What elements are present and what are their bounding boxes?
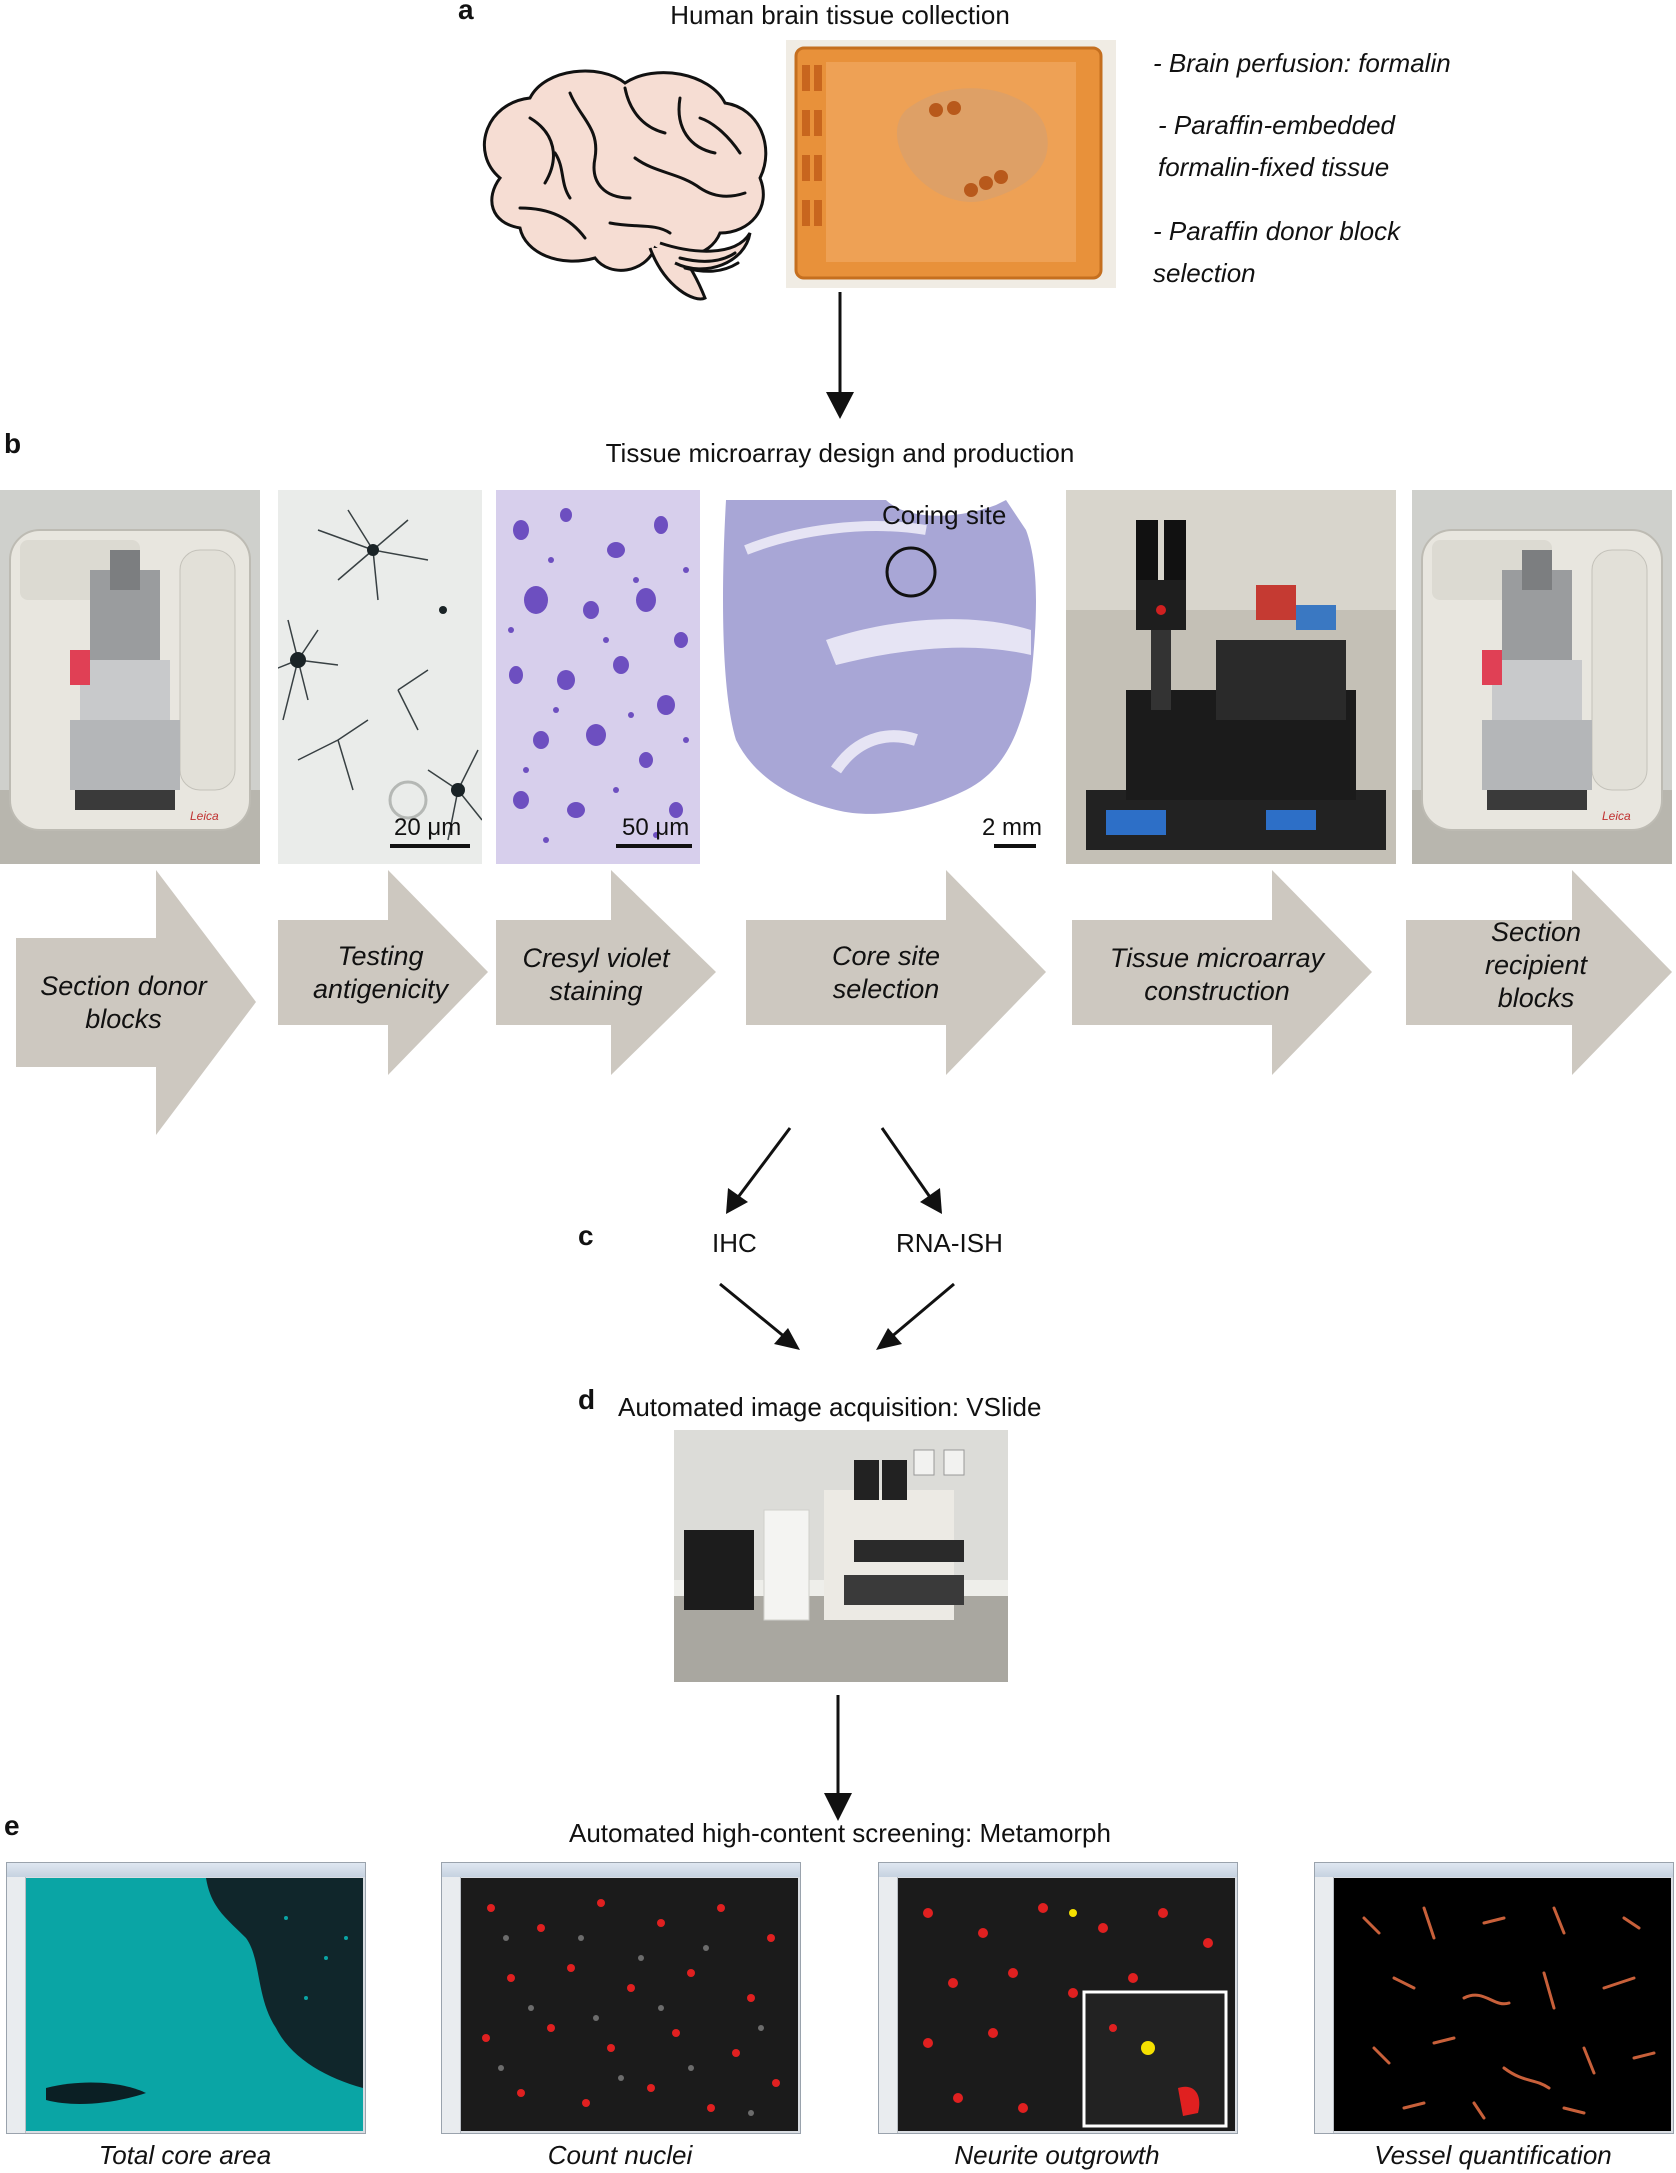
scalebar-label-20um: 20 μm — [394, 814, 462, 841]
step-core-site-selection: Core site selection — [746, 870, 1046, 1135]
vslide-scanner-photo — [674, 1430, 1008, 1682]
step-cresyl-violet: Cresyl violet staining — [496, 870, 716, 1135]
panel-letter-a: a — [458, 0, 474, 25]
window-toolbar — [7, 1877, 26, 2133]
cresyl-violet-micrograph — [496, 490, 700, 864]
arrow-a-to-b — [826, 292, 854, 419]
window-titlebar — [1315, 1863, 1673, 1877]
note-brain-perfusion: - Brain perfusion: formalin — [1153, 48, 1451, 78]
window-titlebar — [879, 1863, 1237, 1877]
tma-instrument-photo — [1066, 490, 1396, 864]
caption-neurite-outgrowth: Neurite outgrowth — [954, 2140, 1160, 2170]
metamorph-window-vessel-quantification — [1314, 1862, 1674, 2134]
arrow-to-rna-ish — [880, 1127, 942, 1214]
panel-letter-d: d — [578, 1384, 596, 1415]
panel-a-title: Human brain tissue collection — [670, 0, 1010, 30]
brain-illustration — [482, 69, 768, 301]
count-nuclei-view — [461, 1878, 798, 2131]
scalebar-label-2mm: 2 mm — [982, 814, 1042, 841]
arrow-d-to-e — [824, 1695, 852, 1821]
step-tma-construction: Tissue microarray construction — [1072, 870, 1372, 1135]
note-paraffin-embedded: - Paraffin-embedded formalin-fixed tissu… — [1158, 110, 1396, 182]
panel-d-title: Automated image acquisition: VSlide — [618, 1392, 1042, 1422]
window-toolbar — [442, 1877, 461, 2133]
microtome-photo-right: Leica — [1412, 490, 1672, 864]
scalebar-label-50um: 50 μm — [622, 814, 690, 841]
metamorph-window-neurite-outgrowth — [878, 1862, 1238, 2134]
microtome-photo-left: Leica — [0, 490, 260, 864]
label-rna-ish: RNA-ISH — [896, 1228, 1003, 1258]
neurite-outgrowth-view — [898, 1878, 1235, 2131]
arrow-rnaish-to-acquisition — [876, 1282, 955, 1350]
panel-letter-c: c — [578, 1220, 594, 1251]
window-titlebar — [7, 1863, 365, 1877]
step-label: Cresyl violet staining — [522, 943, 670, 1006]
core-site-section — [716, 490, 1054, 864]
window-titlebar — [442, 1863, 800, 1877]
panel-e-title: Automated high-content screening: Metamo… — [569, 1818, 1111, 1848]
coring-site-label: Coring site — [882, 500, 1007, 530]
step-label: Section donor blocks — [40, 970, 207, 1034]
step-section-donor-blocks: Section donor blocks — [16, 870, 256, 1135]
metamorph-window-count-nuclei — [441, 1862, 801, 2134]
step-label: Section recipient blocks — [1484, 916, 1588, 1013]
arrow-to-ihc — [726, 1127, 792, 1214]
window-toolbar — [1315, 1877, 1334, 2133]
core-area-view — [26, 1878, 363, 2131]
step-label: Tissue microarray construction — [1109, 943, 1325, 1006]
caption-count-nuclei: Count nuclei — [547, 2140, 693, 2170]
panel-letter-b: b — [4, 428, 22, 459]
label-ihc: IHC — [712, 1228, 757, 1258]
svg-text:Leica: Leica — [1602, 809, 1631, 823]
arrow-ihc-to-acquisition — [719, 1282, 800, 1350]
step-section-recipient-blocks: Section recipient blocks — [1406, 870, 1672, 1135]
panel-b-title: Tissue microarray design and production — [605, 438, 1075, 468]
caption-total-core-area: Total core area — [98, 2140, 272, 2170]
step-label: Testing antigenicity — [312, 940, 449, 1004]
window-toolbar — [879, 1877, 898, 2133]
step-testing-antigenicity: Testing antigenicity — [278, 870, 488, 1135]
metamorph-window-core-area — [6, 1862, 366, 2134]
note-donor-block-selection: - Paraffin donor block selection — [1153, 216, 1401, 288]
panel-letter-e: e — [4, 1810, 20, 1841]
vessel-quantification-view — [1316, 1878, 1671, 2131]
svg-text:Leica: Leica — [190, 809, 219, 823]
step-label: Core site selection — [831, 940, 941, 1004]
antigenicity-micrograph — [278, 490, 482, 864]
caption-vessel-quantification: Vessel quantification — [1374, 2140, 1612, 2170]
paraffin-block-photo — [786, 40, 1116, 288]
